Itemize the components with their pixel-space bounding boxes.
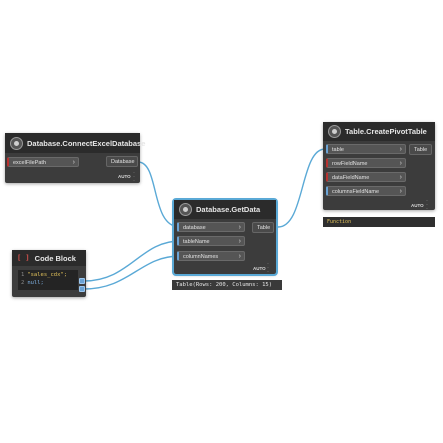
- node-header[interactable]: [ ] Code Block: [12, 250, 86, 266]
- chevron-right-icon: ›: [399, 188, 402, 195]
- output-port-line-1[interactable]: [79, 278, 85, 284]
- output-port-table[interactable]: Table: [409, 144, 432, 155]
- node-connect-excel-database[interactable]: Database.ConnectExcelDatabase excelFileP…: [5, 133, 145, 184]
- output-port-line-2[interactable]: [79, 286, 85, 292]
- input-port-excelfilepath[interactable]: excelFilePath ›: [7, 157, 79, 167]
- vertical-ellipsis-icon[interactable]: ···: [133, 170, 135, 184]
- dynamo-node-icon: [328, 125, 341, 138]
- node-header[interactable]: Database.ConnectExcelDatabase: [5, 133, 145, 153]
- vertical-ellipsis-icon[interactable]: ···: [426, 198, 428, 212]
- chevron-right-icon: ›: [72, 159, 75, 166]
- wire-code-line1-to-tablename: [83, 240, 181, 282]
- chevron-right-icon: ›: [238, 238, 241, 245]
- output-port-database[interactable]: Database: [106, 156, 138, 167]
- node-header[interactable]: Table.CreatePivotTable: [323, 122, 435, 141]
- dynamo-node-icon: [10, 136, 23, 150]
- input-port-rowfieldname[interactable]: rowFieldName ›: [326, 158, 406, 168]
- dynamo-node-icon: [179, 203, 192, 216]
- vertical-ellipsis-icon[interactable]: ···: [267, 261, 269, 275]
- code-line: 1"sales_cdx";: [21, 272, 68, 278]
- node-title: Database.GetData: [196, 205, 261, 214]
- chevron-right-icon: ›: [238, 253, 241, 260]
- chevron-right-icon: ›: [238, 224, 241, 231]
- wire-code-line2-to-columnnames: [83, 255, 181, 290]
- input-port-columnsfieldname[interactable]: columnsFieldName ›: [326, 186, 406, 196]
- input-port-database[interactable]: database ›: [177, 222, 245, 232]
- input-port-tablename[interactable]: tableName ›: [177, 236, 245, 246]
- node-title: Code Block: [34, 253, 76, 263]
- chevron-right-icon: ›: [399, 160, 402, 167]
- node-database-getdata[interactable]: Database.GetData database › tableName › …: [172, 198, 278, 276]
- preview-bubble-getdata[interactable]: Table(Rows: 200, Columns: 15): [172, 280, 282, 290]
- input-port-datafieldname[interactable]: dataFieldName ›: [326, 172, 406, 182]
- node-table-createpivottable[interactable]: Table.CreatePivotTable table › rowFieldN…: [323, 122, 435, 212]
- chevron-right-icon: ›: [399, 146, 402, 153]
- chevron-right-icon: ›: [399, 174, 402, 181]
- preview-bubble-pivot[interactable]: Function: [323, 217, 435, 227]
- lacing-label: AUTO: [253, 266, 266, 271]
- node-title: Table.CreatePivotTable: [345, 127, 427, 136]
- lacing-label: AUTO: [118, 174, 131, 179]
- lacing-label: AUTO: [411, 203, 424, 208]
- wire-table-to-pivot: [277, 148, 326, 228]
- input-port-columnnames[interactable]: columnNames ›: [177, 251, 245, 261]
- input-port-table[interactable]: table ›: [326, 144, 406, 154]
- output-port-table[interactable]: Table: [252, 222, 274, 233]
- code-brackets-icon: [ ]: [17, 254, 30, 262]
- node-header[interactable]: Database.GetData: [174, 200, 276, 219]
- node-title: Database.ConnectExcelDatabase: [27, 138, 146, 148]
